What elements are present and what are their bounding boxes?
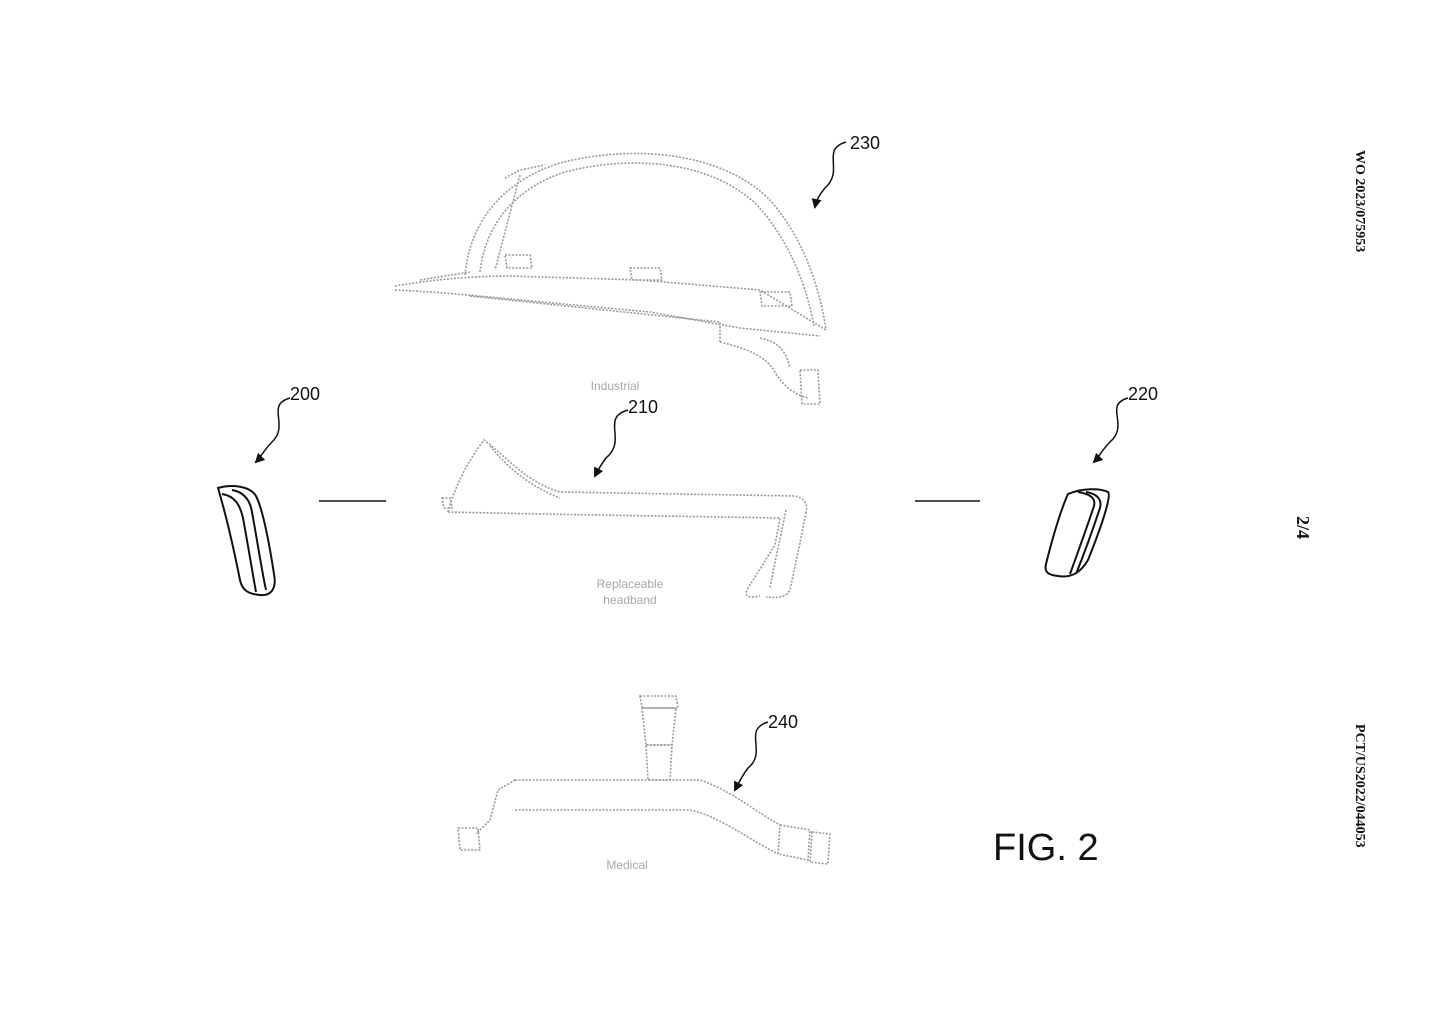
publication-number: WO 2023/075953 [1352,150,1367,253]
caption-medical: Medical [606,858,648,872]
leader-arrow-240 [734,721,769,792]
replaceable-headband [441,438,808,599]
right-ear-cup [1044,488,1110,578]
leader-arrow-220 [1092,397,1129,464]
reference-leaders [254,141,1129,792]
reference-230: 230 [850,133,881,153]
reference-220: 220 [1128,384,1159,404]
sheet-number: 2/4 [1293,516,1313,540]
industrial-hard-hat [394,152,827,405]
reference-240: 240 [768,712,799,732]
reference-200: 200 [290,384,321,404]
figure-label: FIG. 2 [993,827,1099,869]
caption-industrial: Industrial [590,379,640,393]
left-ear-cup [216,485,276,597]
leader-arrow-210 [594,409,629,478]
application-number: PCT/US2022/044053 [1352,724,1367,848]
leader-arrow-200 [254,397,291,464]
leader-arrow-230 [811,141,847,209]
medical-headband [457,695,831,865]
reference-210: 210 [628,397,659,417]
caption-replaceable-headband: Replaceable headband [596,577,664,608]
